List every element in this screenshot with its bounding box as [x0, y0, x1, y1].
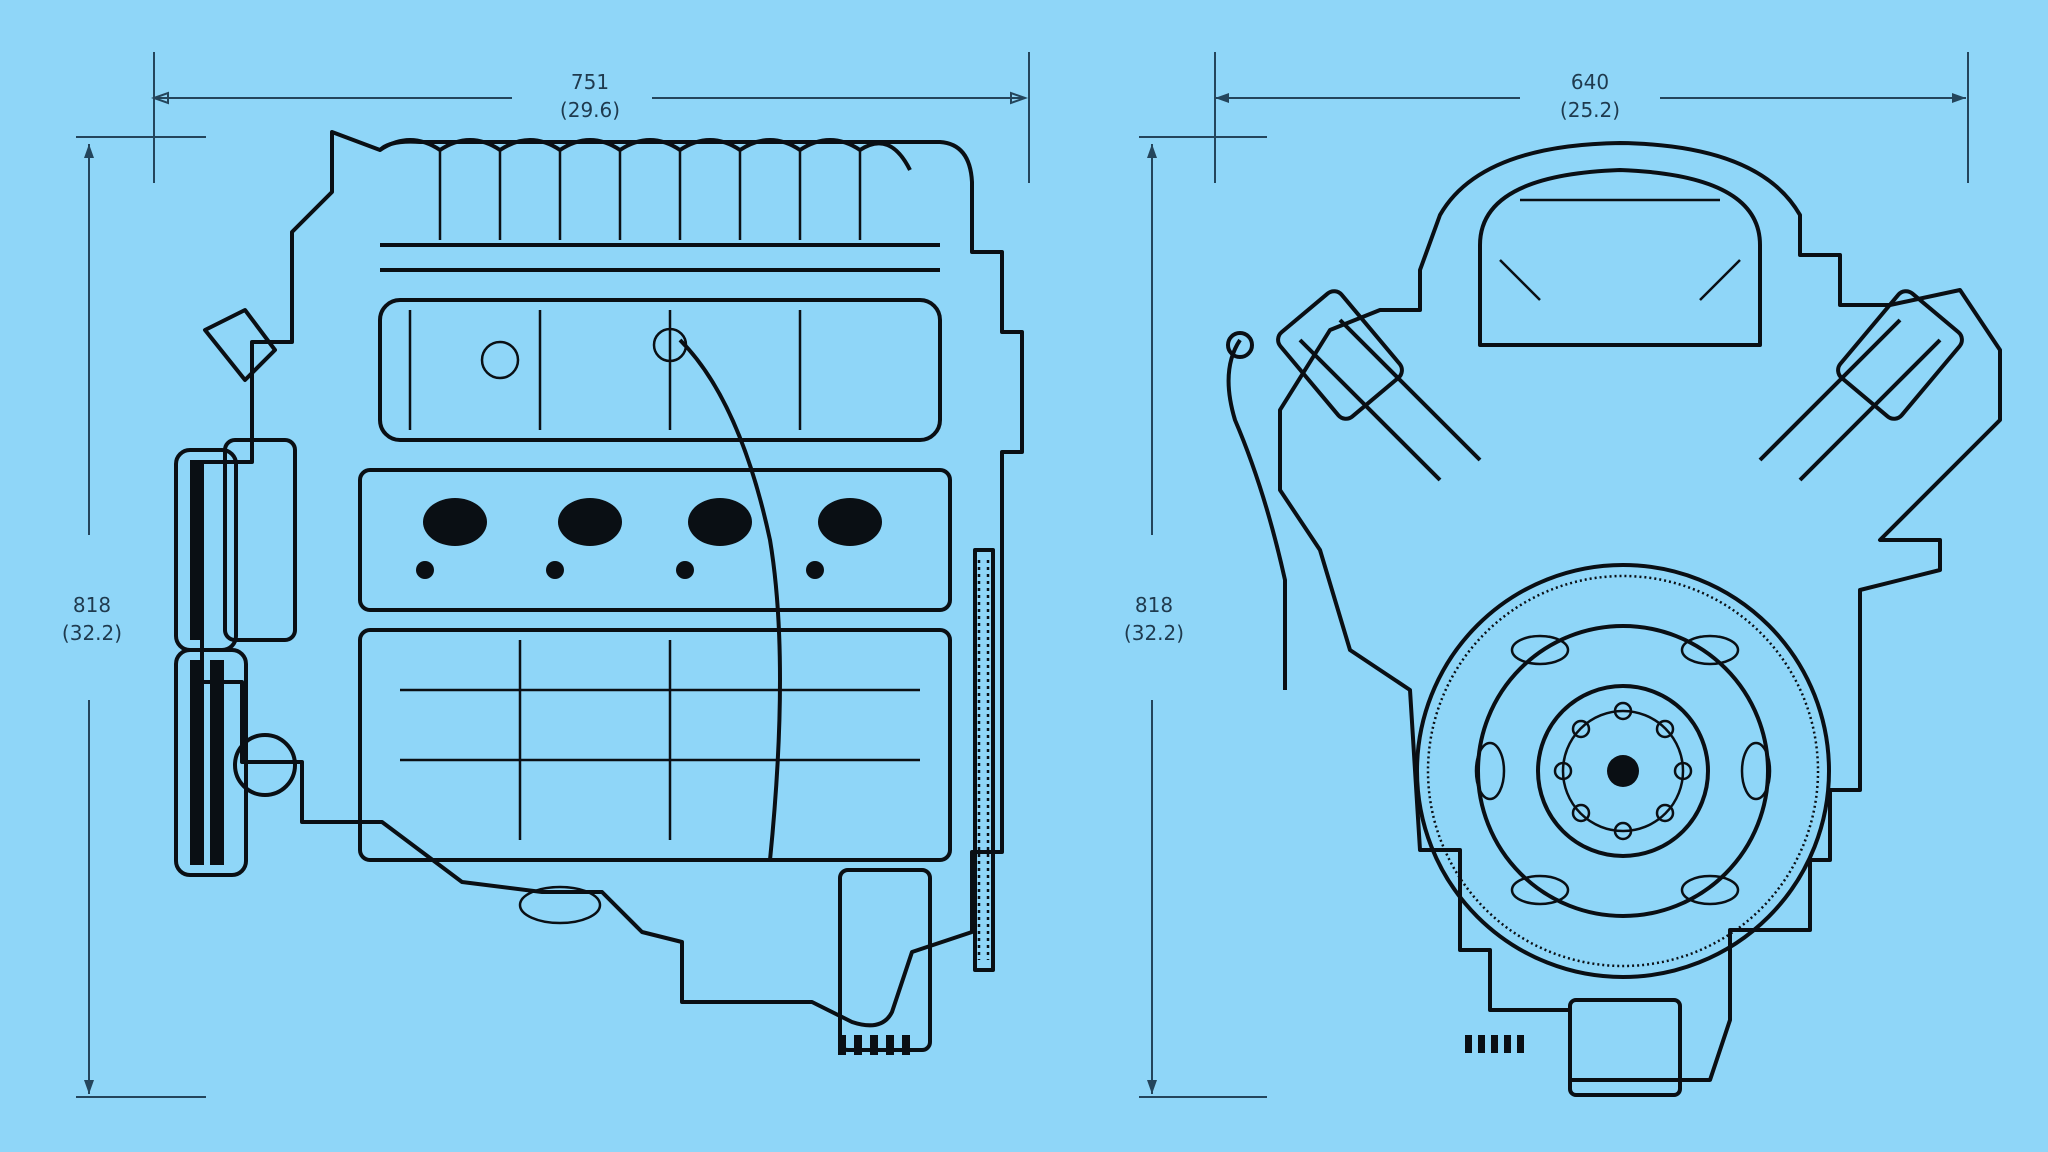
side-width-dimension — [151, 52, 1030, 183]
front-width-dimension — [1214, 52, 1969, 183]
flywheel — [1415, 563, 1831, 979]
front-height-dimension — [1139, 136, 1267, 1098]
side-width-in: (29.6) — [559, 98, 621, 122]
side-height-mm: 818 — [72, 593, 112, 617]
front-height-in: (32.2) — [1123, 621, 1185, 645]
front-height-label: 818 (32.2) — [1124, 591, 1184, 647]
side-height-dimension — [76, 136, 206, 1098]
front-width-in: (25.2) — [1559, 98, 1621, 122]
front-width-mm: 640 — [1570, 70, 1610, 94]
engine-front-view — [1226, 141, 2002, 1097]
side-height-label: 818 (32.2) — [62, 591, 122, 647]
side-width-label: 751 (29.6) — [560, 68, 620, 124]
engine-side-view — [174, 130, 1024, 1055]
front-height-mm: 818 — [1134, 593, 1174, 617]
side-height-in: (32.2) — [61, 621, 123, 645]
side-width-mm: 751 — [570, 70, 610, 94]
front-width-label: 640 (25.2) — [1560, 68, 1620, 124]
